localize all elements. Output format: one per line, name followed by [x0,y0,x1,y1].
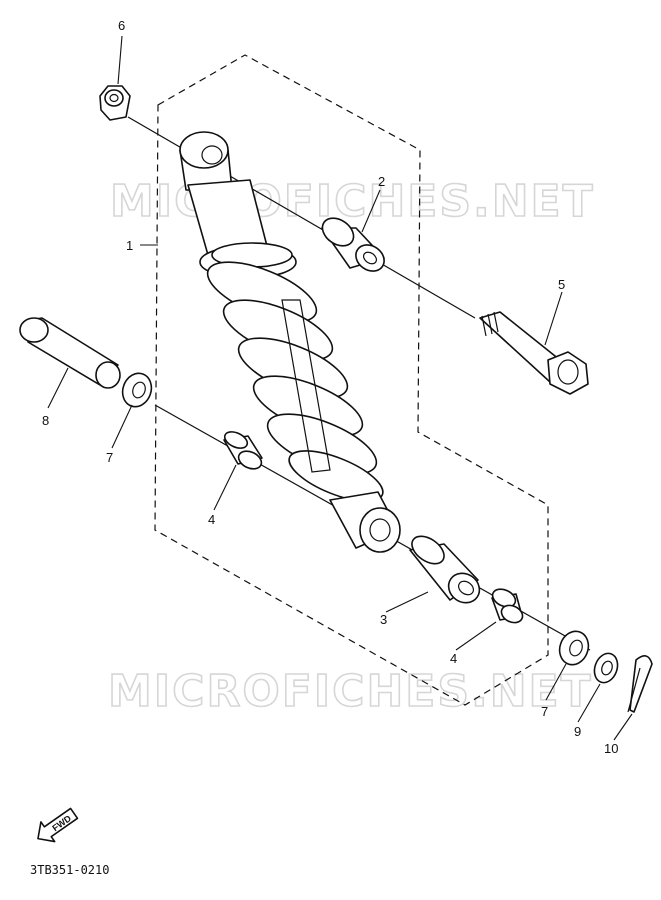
callout-4-left: 4 [208,512,215,527]
washer-right-icon [558,630,590,666]
watermark-bottom: MICROFICHES.NET [108,666,593,717]
collar-upper-icon [321,217,385,272]
collar-lower-icon [409,535,481,604]
callout-8: 8 [42,413,49,428]
callout-9: 9 [574,724,581,739]
nut-icon [99,85,131,121]
spring-coils [206,261,384,502]
callout-1: 1 [126,238,133,253]
callout-4-right: 4 [450,651,457,666]
fwd-arrow-icon: FWD [37,807,79,843]
callout-7-right: 7 [541,704,548,719]
assembly-boundary [154,54,549,706]
watermark-top: MICROFICHES.NET [110,176,595,227]
callout-7-left: 7 [106,450,113,465]
washer-left-icon [121,372,153,408]
bolt-icon [479,311,589,395]
cotter-pin-icon [627,655,653,713]
drawing-code: 3TB351-0210 [30,863,109,877]
bushing-left-icon [223,431,263,470]
callout-10: 10 [604,741,618,756]
callout-3: 3 [380,612,387,627]
leader-lines [47,35,633,741]
callout-6: 6 [118,18,125,33]
plain-washer-icon [593,652,619,684]
callout-5: 5 [558,277,565,292]
callout-2: 2 [378,174,385,189]
bushing-right-icon [491,588,524,624]
pivot-pin-icon [19,317,121,389]
shock-absorber-icon [179,131,401,553]
callout-labels: 6 2 1 5 8 7 4 3 4 7 9 10 [42,18,618,756]
